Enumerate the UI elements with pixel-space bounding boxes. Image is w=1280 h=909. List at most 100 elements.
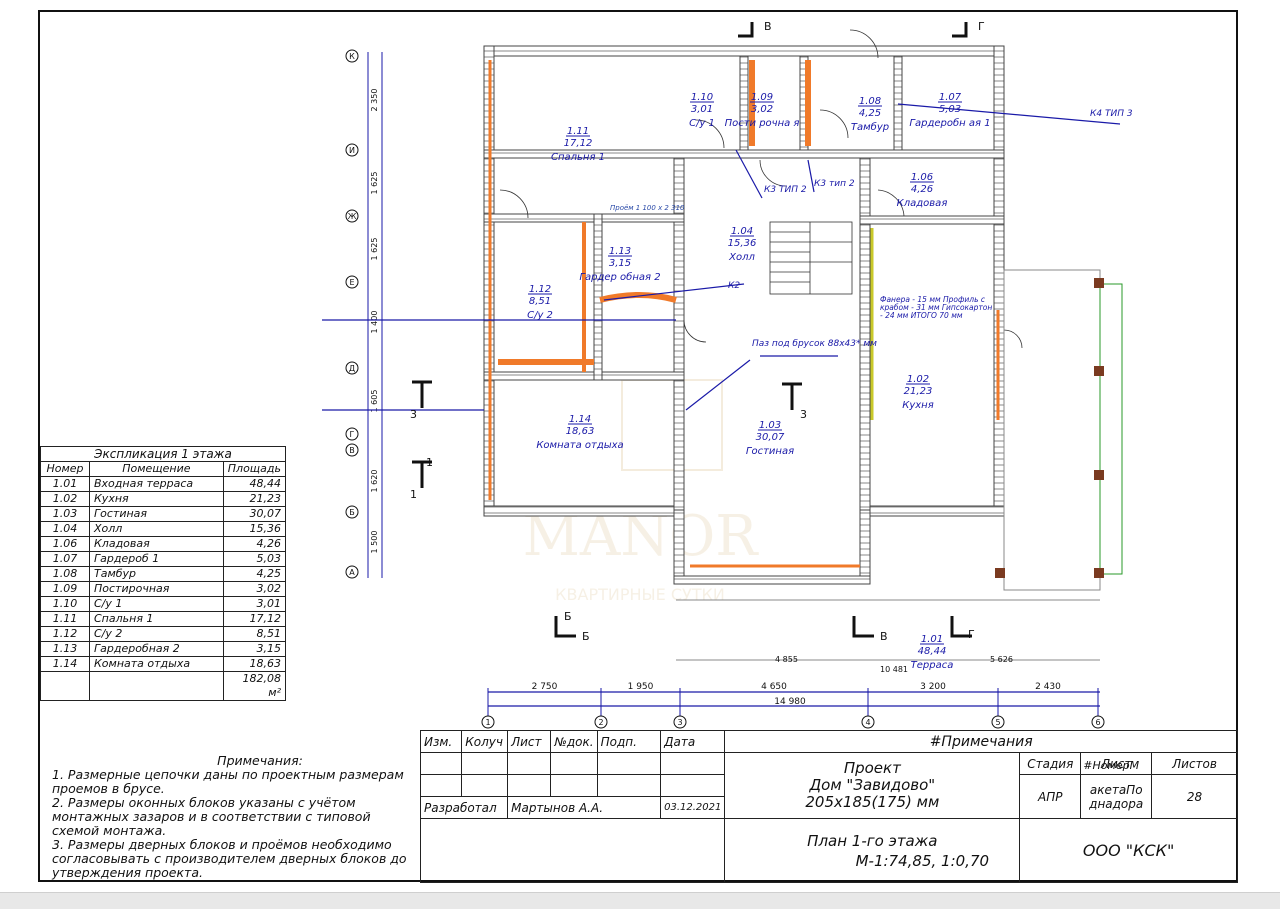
row-axis-label: Ж [348,212,357,221]
tb-sheet-overlay: #НомерМ [1083,759,1140,772]
col-axis-label: 6 [1095,718,1100,727]
callout-k4: К4 ТИП 3 [1090,109,1133,119]
room-number: 1.02 [907,374,929,385]
col-dim-value: 4 650 [761,682,787,692]
room-label: 1.128,51С/у 2 [527,284,553,321]
col-axis-marker: 6 [1091,688,1105,729]
row-axis-label: Б [349,508,355,517]
orange-partitions [488,60,1000,568]
tb-developer-label: Разработал [419,796,509,819]
expl-number: 1.02 [40,491,90,507]
dim-4855: 4 855 [775,655,798,664]
expl-room: Спальня 1 [89,611,224,627]
dim-bottom-total: 10 481 [880,665,908,674]
expl-room: С/у 1 [89,596,224,612]
room-area: 18,63 [566,426,595,437]
expl-header-number: Номер [40,461,90,477]
row-axis-marker: Ж [345,209,359,223]
row-axis-label: Г [350,430,355,439]
row-dim-value: 1 400 [370,311,379,334]
tb-sheet-title: План 1-го этажа [807,831,938,850]
row-axis-label: И [349,146,355,155]
viewer-bottom-strip [0,892,1280,909]
row-dim-value: 1 605 [370,390,379,413]
room-number: 1.11 [567,126,589,137]
expl-room: Входная терраса [89,476,224,492]
tb-scale: М-1:74,85, 1:0,70 [855,851,990,870]
expl-number: 1.11 [40,611,90,627]
section-label: 3 [800,408,807,421]
expl-room: С/у 2 [89,626,224,642]
section-label: В [764,20,772,33]
col-axis-label: 5 [995,718,1000,727]
row-dim-value: 1 625 [370,238,379,261]
expl-area: 4,25 [222,566,287,582]
row-axis-marker: Е [345,275,359,289]
tb-sheet-label-cell: Лист #НомерМ [1080,752,1153,775]
tb-stage-label: Стадия [1019,752,1082,775]
expl-area: 3,01 [222,596,287,612]
row-dim-value: 1 620 [370,470,379,493]
col-dim-value: 2 430 [1035,682,1061,692]
room-area: 3,02 [751,104,773,115]
room-name: Гостиная [746,446,794,457]
watermark-sub: КВАРТИРНЫЕ СУТКИ [555,585,725,604]
tb-col-list: Лист [507,730,552,753]
expl-room: Кладовая [89,536,224,552]
room-area: 8,51 [529,296,551,307]
col-axis-marker: 4 [861,688,875,729]
terrace-posts [995,278,1104,578]
room-name: Гардеробн ая 1 [909,117,990,129]
room-name: С/у 2 [527,310,553,321]
tb-project-line3: 205x185(175) мм [805,793,940,811]
tb-company: ООО "КСК" [1019,818,1238,883]
section-label: Г [978,20,985,33]
expl-room: Гардероб 1 [89,551,224,567]
room-number: 1.03 [759,420,781,431]
expl-room: Кухня [89,491,224,507]
terrace-outline [676,269,1123,661]
expl-number: 1.07 [40,551,90,567]
expl-number: 1.01 [40,476,90,492]
row-axis-label: К [349,52,355,61]
section-marker: В [764,20,772,33]
room-area: 3,15 [609,258,631,269]
expl-area: 21,23 [222,491,287,507]
expl-number: 1.12 [40,626,90,642]
expl-area: 3,02 [222,581,287,597]
door-swings [499,29,1023,349]
tb-sheets-label: Листов [1151,752,1238,775]
room-number: 1.01 [921,634,943,645]
room-number: 1.13 [609,246,631,257]
room-area: 21,23 [904,386,933,397]
col-axis-label: 1 [485,718,490,727]
notes-title: Примечания: [217,753,303,768]
room-number: 1.04 [731,226,753,237]
expl-room: Комната отдыха [89,656,224,672]
room-number: 1.10 [691,92,713,103]
row-axis-label: В [349,446,355,455]
col-axis-marker: 2 [594,688,608,729]
room-name: Комната отдыха [536,440,623,451]
row-axis-marker: Г [345,427,359,441]
section-marker: 3 [410,408,417,421]
tb-col-ndok: №док. [550,730,598,753]
note-3: 3. Размеры дверных блоков и проёмов необ… [52,837,407,880]
section-marker: Б [564,610,572,623]
expl-number: 1.09 [40,581,90,597]
expl-room: Холл [89,521,224,537]
